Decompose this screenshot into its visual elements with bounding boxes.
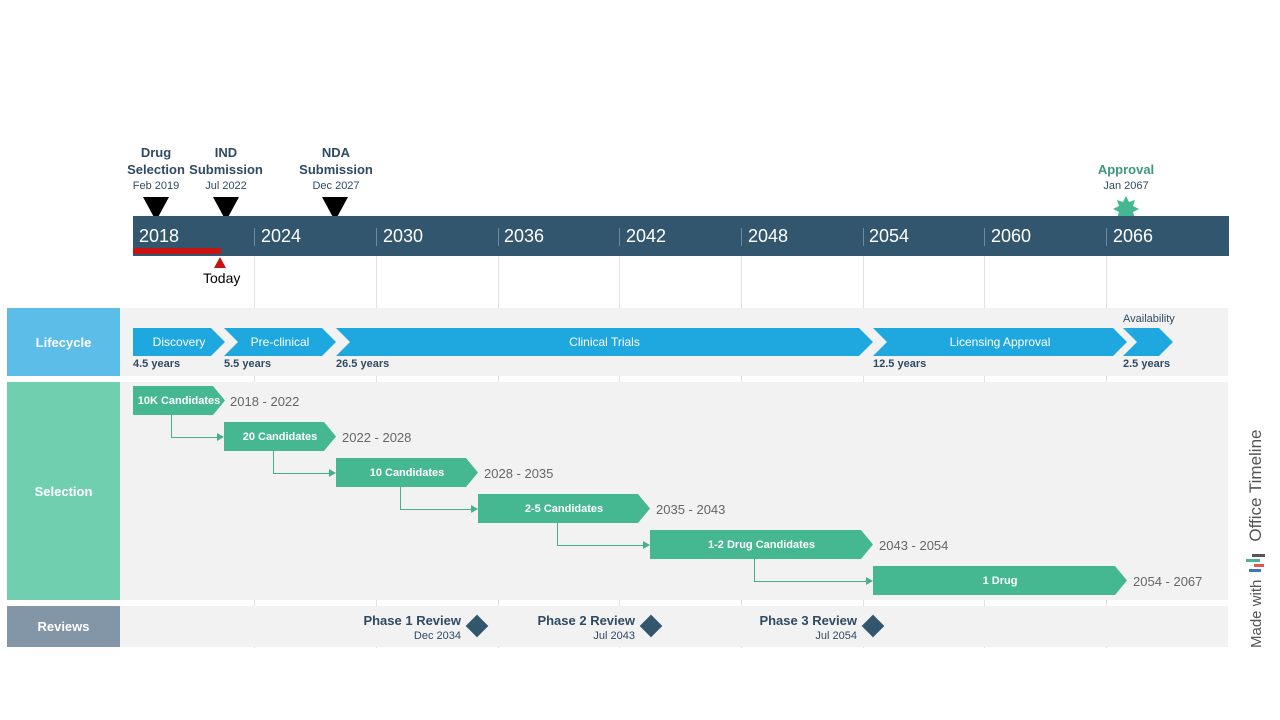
- connector-arrow-icon: [643, 541, 650, 549]
- axis-tick: [984, 228, 985, 246]
- review-phase-2-date: Jul 2043: [593, 630, 635, 642]
- phase-pre-clinical[interactable]: Pre-clinical: [224, 328, 336, 356]
- review-phase-1-title: Phase 1 Review: [363, 613, 461, 628]
- milestone-title-line1: IND: [214, 145, 238, 160]
- milestone-nda-submission-marker[interactable]: [322, 197, 348, 221]
- elapsed-time-bar: [133, 248, 221, 254]
- axis-tick: [254, 228, 255, 246]
- axis-tick: [863, 228, 864, 246]
- phase-duration: 12.5 years: [873, 358, 927, 370]
- axis-year-label: 2024: [261, 226, 302, 246]
- today-label: Today: [203, 270, 241, 286]
- today-marker-icon[interactable]: [214, 257, 226, 268]
- axis-tick: [1106, 228, 1107, 246]
- phase-discovery[interactable]: Discovery: [133, 328, 225, 356]
- connector-arrow-icon: [217, 433, 224, 441]
- review-phase-3-title: Phase 3 Review: [759, 613, 857, 628]
- milestone-title-line2: Selection: [127, 162, 185, 177]
- review-phase-3-date: Jul 2054: [815, 630, 857, 642]
- phase-availability-label: Availability: [1123, 313, 1175, 325]
- task-range: 2035 - 2043: [656, 502, 726, 517]
- task-connector: [273, 451, 332, 474]
- task-connector: [557, 523, 646, 546]
- milestone-approval-starburst-icon[interactable]: [1113, 196, 1139, 222]
- axis-year-label: 2060: [991, 226, 1032, 246]
- phase-duration: 26.5 years: [336, 358, 390, 370]
- milestone-drug-selection-marker[interactable]: [143, 197, 169, 221]
- task-1-2-drug-candidates[interactable]: 1-2 Drug Candidates: [650, 530, 873, 559]
- lifecycle-lane-label: Lifecycle: [7, 308, 120, 376]
- task-20-candidates[interactable]: 20 Candidates: [224, 422, 336, 451]
- milestone-title-line2: Submission: [299, 162, 373, 177]
- task-range: 2018 - 2022: [230, 394, 300, 409]
- reviews-lane-bg: [120, 606, 1228, 647]
- axis-tick: [498, 228, 499, 246]
- milestone-title-line1: Drug: [140, 145, 172, 160]
- task-range: 2043 - 2054: [879, 538, 949, 553]
- review-phase-1-date: Dec 2034: [413, 630, 461, 642]
- connector-arrow-icon: [329, 469, 336, 477]
- task-range: 2028 - 2035: [484, 466, 554, 481]
- milestone-approval-title: Approval: [1097, 162, 1155, 177]
- milestone-title-line1: NDA: [321, 145, 351, 160]
- axis-year-label: 2030: [383, 226, 424, 246]
- axis-tick: [619, 228, 620, 246]
- phase-duration: 2.5 years: [1123, 358, 1171, 370]
- milestone-drug-selection-title: Drug Selection: [116, 144, 196, 178]
- task-connector: [400, 487, 474, 510]
- office-timeline-logo-icon: [1246, 553, 1265, 572]
- task-connector: [171, 415, 220, 438]
- milestone-ind-submission-title: IND Submission: [186, 144, 266, 178]
- task-range: 2054 - 2067: [1133, 574, 1203, 589]
- phase-licensing-approval[interactable]: Licensing Approval: [873, 328, 1127, 356]
- axis-year-label: 2066: [1113, 226, 1154, 246]
- watermark-prefix: Made with: [1247, 579, 1265, 648]
- milestone-approval-date: Jan 2067: [1103, 180, 1149, 192]
- task-10-candidates[interactable]: 10 Candidates: [336, 458, 478, 487]
- task-range: 2022 - 2028: [342, 430, 412, 445]
- milestone-drug-selection-date: Feb 2019: [132, 180, 180, 192]
- milestone-ind-submission-marker[interactable]: [213, 197, 239, 221]
- milestone-title-line2: Submission: [189, 162, 263, 177]
- axis-year-label: 2036: [504, 226, 545, 246]
- connector-arrow-icon: [471, 505, 478, 513]
- axis-tick: [376, 228, 377, 246]
- selection-lane-bg: [120, 382, 1228, 600]
- task-connector: [754, 559, 869, 582]
- review-phase-2-title: Phase 2 Review: [537, 613, 635, 628]
- milestone-nda-submission-date: Dec 2027: [312, 180, 360, 192]
- reviews-lane-label: Reviews: [7, 606, 120, 647]
- axis-tick: [741, 228, 742, 246]
- task-10k-candidates[interactable]: 10K Candidates: [133, 386, 225, 415]
- milestone-nda-submission-title: NDA Submission: [296, 144, 376, 178]
- task-2-5-candidates[interactable]: 2-5 Candidates: [478, 494, 650, 523]
- connector-arrow-icon: [866, 577, 873, 585]
- milestone-ind-submission-date: Jul 2022: [205, 180, 247, 192]
- watermark-brand: Office Timeline: [1246, 429, 1265, 542]
- selection-lane-label: Selection: [7, 382, 120, 600]
- watermark: Made with Office Timeline: [1246, 429, 1266, 648]
- phase-duration: 4.5 years: [133, 358, 181, 370]
- axis-year-label: 2054: [869, 226, 910, 246]
- phase-duration: 5.5 years: [224, 358, 272, 370]
- timeline-axis: [133, 216, 1229, 256]
- axis-year-label: 2048: [748, 226, 789, 246]
- axis-year-label: 2042: [626, 226, 667, 246]
- task-1-drug[interactable]: 1 Drug: [873, 566, 1127, 595]
- axis-year-label: 2018: [139, 226, 180, 246]
- phase-clinical-trials[interactable]: Clinical Trials: [336, 328, 873, 356]
